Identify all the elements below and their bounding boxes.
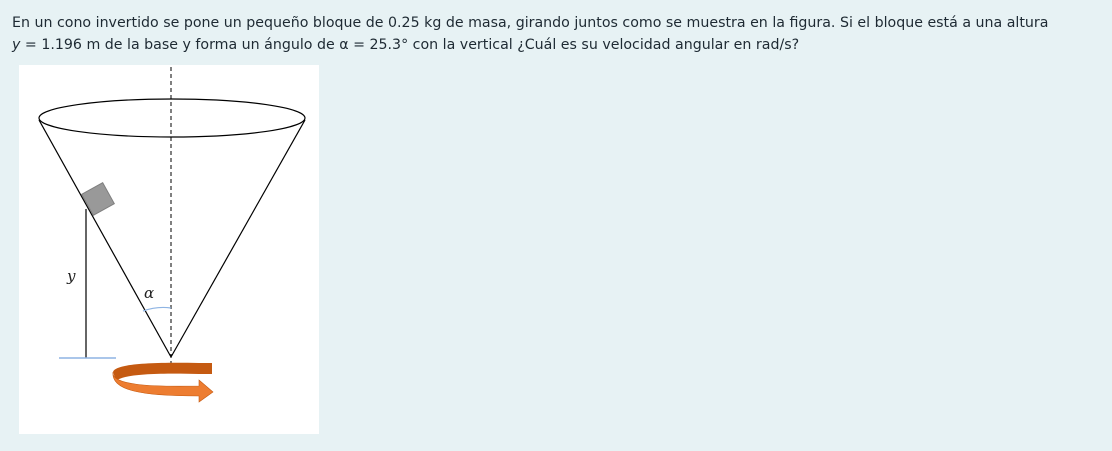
block [81,182,115,216]
variable-y: y [12,37,21,53]
angle-arc [142,306,172,312]
cone-left-side [38,119,172,358]
cone-diagram: y α [38,67,306,403]
cone-rim [38,98,306,138]
label-alpha: α [144,284,154,302]
question-line-1: En un cono invertido se pone un pequeño … [12,15,1049,31]
question-line-2: = 1.196 m de la base y forma un ángulo d… [20,37,800,53]
question-text: En un cono invertido se pone un pequeño … [12,12,1102,56]
cone-right-side [170,119,306,358]
cone-figure: y α [19,65,319,434]
label-y: y [66,267,76,285]
rotation-arrow-icon [112,362,214,403]
